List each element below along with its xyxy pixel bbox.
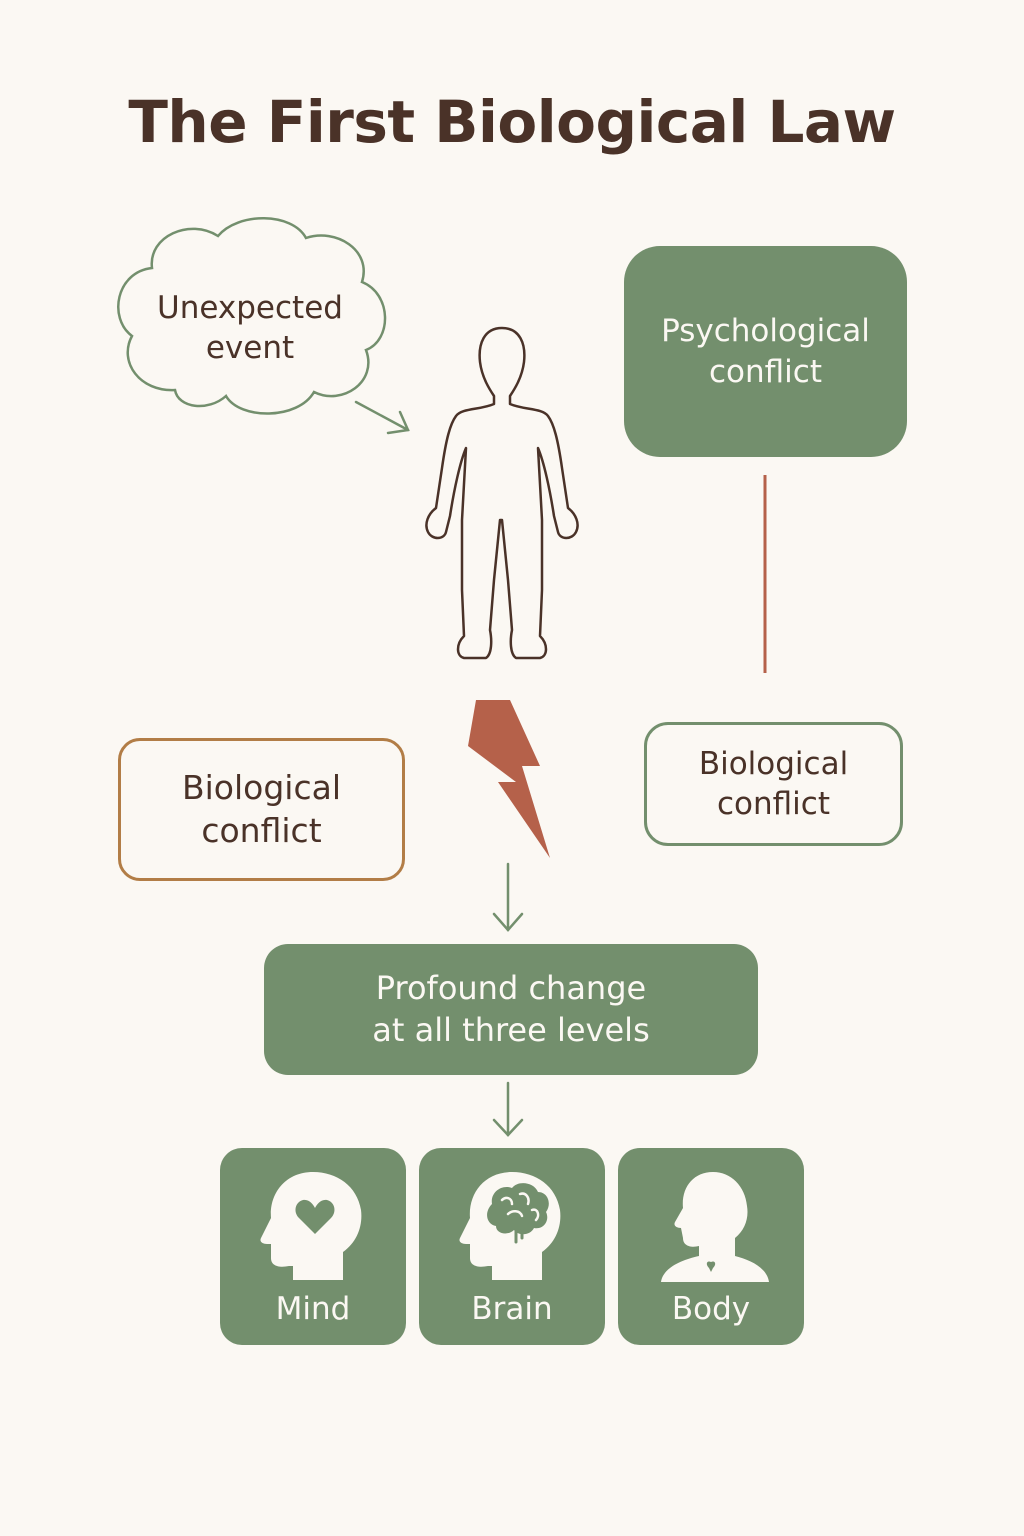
thought-cloud-icon [117,217,387,415]
level-card-body: Body [618,1148,804,1345]
arrow-icon [354,400,410,435]
level-card-mind: Mind [220,1148,406,1345]
unexpected-event-label: Unexpected event [157,289,343,366]
arrow-down-icon [492,862,524,932]
level-label: Mind [275,1291,351,1327]
head-brain-icon [459,1172,561,1280]
biological-conflict-box-right: Biological conflict [644,722,903,846]
biological-conflict-box-left: Biological conflict [118,738,405,881]
page-title: The First Biological Law [128,88,896,156]
level-label: Brain [471,1291,553,1327]
lightning-icon [468,700,550,858]
body-silhouette-icon [661,1172,769,1282]
psychological-conflict-box: Psychological conflict [624,246,907,457]
level-card-brain: Brain [419,1148,605,1345]
person-outline-icon [425,326,579,660]
head-heart-icon [260,1172,362,1280]
profound-change-box: Profound change at all three levels [264,944,758,1075]
arrow-down-icon [492,1081,524,1137]
level-label: Body [671,1291,751,1327]
